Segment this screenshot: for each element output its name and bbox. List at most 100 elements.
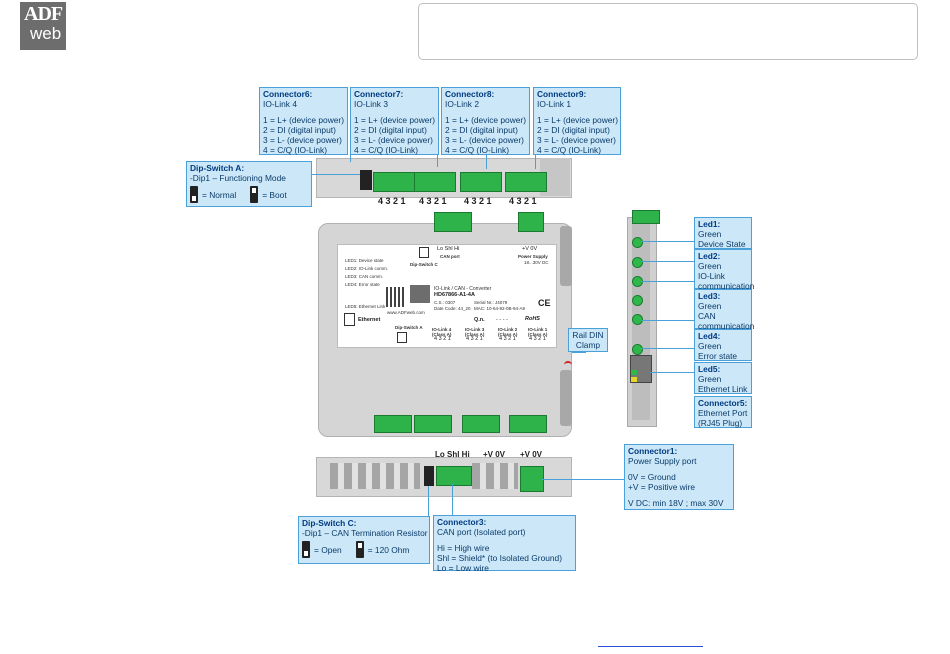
front-bottom-terminal-2 — [414, 415, 452, 433]
connector3-sub: CAN port (Isolated port) — [437, 527, 526, 537]
switch-open-icon — [302, 541, 310, 558]
bottom-vents — [330, 463, 420, 489]
connector3-line1: Hi = High wire — [437, 543, 490, 553]
led4-l1: Green — [698, 341, 722, 351]
connector9-line3: 3 = L- (device power) — [537, 135, 616, 145]
connector6-title: Connector6: — [263, 89, 313, 99]
iolink4-port-label: IO-Link 4 (Class A) — [432, 327, 452, 337]
line-dipa — [312, 174, 360, 175]
led1-title: Led1: — [698, 219, 721, 229]
led3-title: Led3: — [698, 291, 721, 301]
line-led4 — [641, 320, 694, 321]
led5-text: LED5: Ethernet Link — [345, 304, 386, 309]
line-c6 — [350, 155, 351, 162]
callout-rail-din: Rail DIN Clamp — [568, 328, 608, 352]
led4-indicator — [632, 295, 643, 306]
power-supply-label: Power Supply — [518, 254, 548, 259]
led3-l3: communication — [698, 321, 755, 331]
callout-connector7: Connector7: IO-Link 3 1 = L+ (device pow… — [350, 87, 439, 155]
connector7-line3: 3 = L- (device power) — [354, 135, 433, 145]
can-pins-label: Lo Shl Hi — [437, 246, 460, 252]
iolink4-pins: 4 3 2 1 — [434, 336, 451, 342]
led2-indicator — [632, 257, 643, 268]
iolink3-pins: 4 3 2 1 — [466, 336, 483, 342]
bottom-v0v-2: +V 0V — [520, 450, 543, 459]
front-rail-right — [560, 226, 572, 286]
connector7-line1: 1 = L+ (device power) — [354, 115, 436, 125]
connector8-line3: 3 = L- (device power) — [445, 135, 524, 145]
iolink2-pins: 4 3 2 1 — [499, 336, 516, 342]
adfweb-logo: ADF web — [20, 2, 66, 50]
connector3-line3: Lo = Low wire — [437, 563, 489, 573]
callout-led4: Led4: Green Error state — [694, 329, 752, 361]
mac-address: MAC: 10-64-92-0B-94-A9 — [474, 306, 526, 311]
connector1-extra: V DC: min 18V ; max 30V — [628, 498, 724, 508]
led3-l2: CAN — [698, 311, 716, 321]
connector1-sub: Power Supply port — [628, 456, 697, 466]
dip-a-opt2: = Boot — [262, 189, 287, 200]
dip-a-title: Dip-Switch A: — [190, 163, 245, 173]
front-rail-right-low — [560, 370, 572, 426]
connector8-pins: 4 3 2 1 — [464, 196, 492, 206]
iolink1-port-label: IO-Link 1 (Class A) — [528, 327, 548, 337]
led4-indicator-2 — [632, 314, 643, 325]
connector8-terminal — [460, 172, 502, 192]
din-clip-mark — [564, 361, 572, 369]
led4-text: LED4: Error state — [345, 282, 380, 287]
callout-connector3: Connector3: CAN port (Isolated port) Hi … — [433, 515, 576, 573]
connector8-sub: IO-Link 2 — [445, 99, 479, 109]
dip-c-opt1: = Open — [314, 544, 342, 555]
line-led5 — [641, 348, 694, 349]
connector9-pins: 4 3 2 1 — [509, 196, 537, 206]
connector6-line1: 1 = L+ (device power) — [263, 115, 345, 125]
connector3-line2: Shl = Shield* (to Isolated Ground) — [437, 553, 562, 563]
connector9-terminal — [505, 172, 547, 192]
callout-connector1: Connector1: Power Supply port 0V = Groun… — [624, 444, 734, 510]
footer-underline-link[interactable] — [598, 646, 703, 647]
callout-connector8: Connector8: IO-Link 2 1 = L+ (device pow… — [441, 87, 530, 155]
led1-l1: Green — [698, 229, 722, 239]
connector5-l2: (RJ45 Plug) — [698, 418, 743, 428]
front-bottom-terminal-3 — [462, 415, 500, 433]
callout-connector6: Connector6: IO-Link 4 1 = L+ (device pow… — [259, 87, 348, 155]
rail-l2: Clamp — [575, 340, 601, 350]
led3-text: LED3: CAN comm. — [345, 274, 384, 279]
dip-a-symbol — [397, 332, 407, 343]
line-c3 — [452, 484, 453, 515]
led4-l2: Error state — [698, 351, 738, 361]
led5-l1: Green — [698, 374, 722, 384]
connector7-terminal — [414, 172, 456, 192]
cs-code: C.S.: 0307 — [434, 300, 456, 305]
callout-led1: Led1: Green Device State — [694, 217, 752, 249]
line-led2 — [641, 261, 694, 262]
can-port-label: CAN port — [440, 254, 460, 259]
led1-l2: Device State — [698, 239, 746, 249]
connector1-terminal — [520, 466, 544, 492]
connector6-line3: 3 = L- (device power) — [263, 135, 342, 145]
line-c9 — [535, 155, 536, 169]
product-code: HD67866-A1-4A — [434, 292, 475, 298]
connector7-sub: IO-Link 3 — [354, 99, 388, 109]
led5-indicator — [632, 344, 643, 355]
dip-switch-a-label: Dip-Switch A — [395, 325, 423, 330]
callout-led3: Led3: Green CAN communication — [694, 289, 755, 331]
dip-switch-c-label: Dip-Switch C — [410, 262, 438, 267]
line-c8 — [486, 155, 487, 169]
rj45-led-yellow — [631, 377, 637, 382]
line-led3 — [641, 281, 694, 282]
connector8-line4: 4 = C/Q (IO-Link) — [445, 145, 509, 155]
callout-led2: Led2: Green IO-Link communication — [694, 249, 754, 291]
connector9-line2: 2 = DI (digital input) — [537, 125, 610, 135]
connector6-line2: 2 = DI (digital input) — [263, 125, 336, 135]
connector1-title: Connector1: — [628, 446, 678, 456]
ethernet-label: Ethernet — [358, 317, 381, 323]
connector7-pins: 4 3 2 1 — [419, 196, 447, 206]
can-port-terminal — [434, 212, 472, 232]
qr-code-icon — [386, 287, 406, 307]
front-bottom-terminal-4 — [509, 415, 547, 433]
logo-text-top: ADF — [24, 3, 63, 25]
connector9-title: Connector9: — [537, 89, 587, 99]
callout-connector9: Connector9: IO-Link 1 1 = L+ (device pow… — [533, 87, 621, 155]
power-supply-terminal — [518, 212, 544, 232]
line-c5 — [650, 372, 694, 373]
